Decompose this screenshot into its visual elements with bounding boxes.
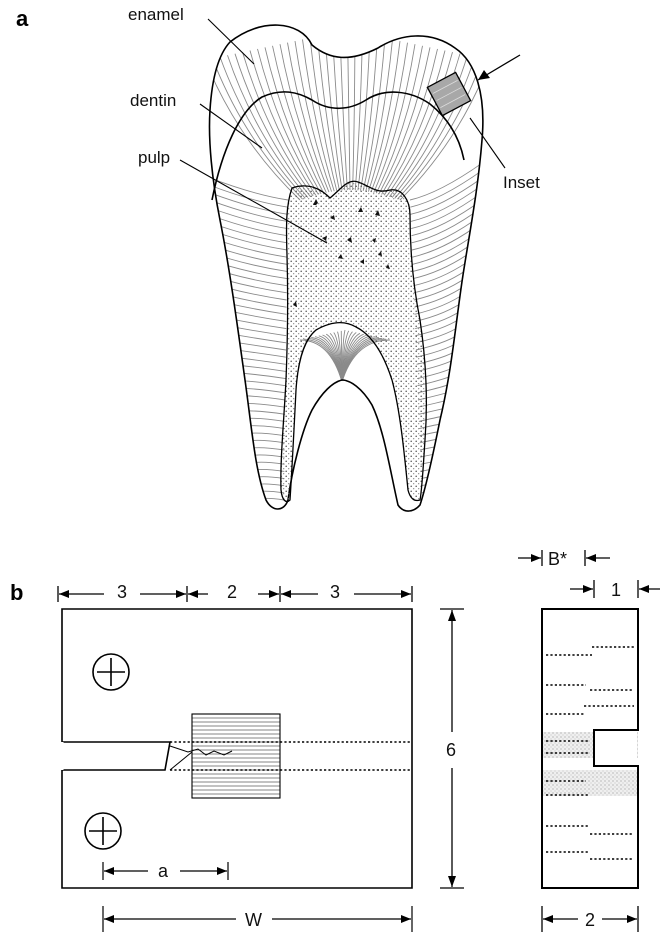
- notch-tip-line: [170, 752, 192, 770]
- inset-region: [192, 714, 280, 798]
- enamel-label: enamel: [128, 5, 184, 24]
- dim-one: 1: [611, 580, 621, 600]
- inset-leader: [470, 118, 505, 168]
- specimen-side-view: [542, 609, 638, 888]
- panel-b-label: b: [10, 580, 23, 605]
- dim-seg2: 2: [227, 582, 237, 602]
- pin-hole-top: [93, 654, 129, 690]
- dim-a: a: [158, 861, 169, 881]
- inset-arrowhead: [478, 70, 490, 80]
- pulp-label: pulp: [138, 148, 170, 167]
- dim-W: W: [245, 910, 262, 930]
- dim-height: 6: [446, 740, 456, 760]
- pin-hole-bottom: [85, 813, 121, 849]
- dim-two: 2: [585, 910, 595, 930]
- tooth-illustration: [190, 25, 520, 511]
- enamel-leader: [208, 19, 254, 64]
- panel-a-label: a: [16, 6, 29, 31]
- dim-seg1: 3: [117, 582, 127, 602]
- dim-seg3: 3: [330, 582, 340, 602]
- dentin-label: dentin: [130, 91, 176, 110]
- inset-label: Inset: [503, 173, 540, 192]
- dim-Bstar: B*: [548, 549, 567, 569]
